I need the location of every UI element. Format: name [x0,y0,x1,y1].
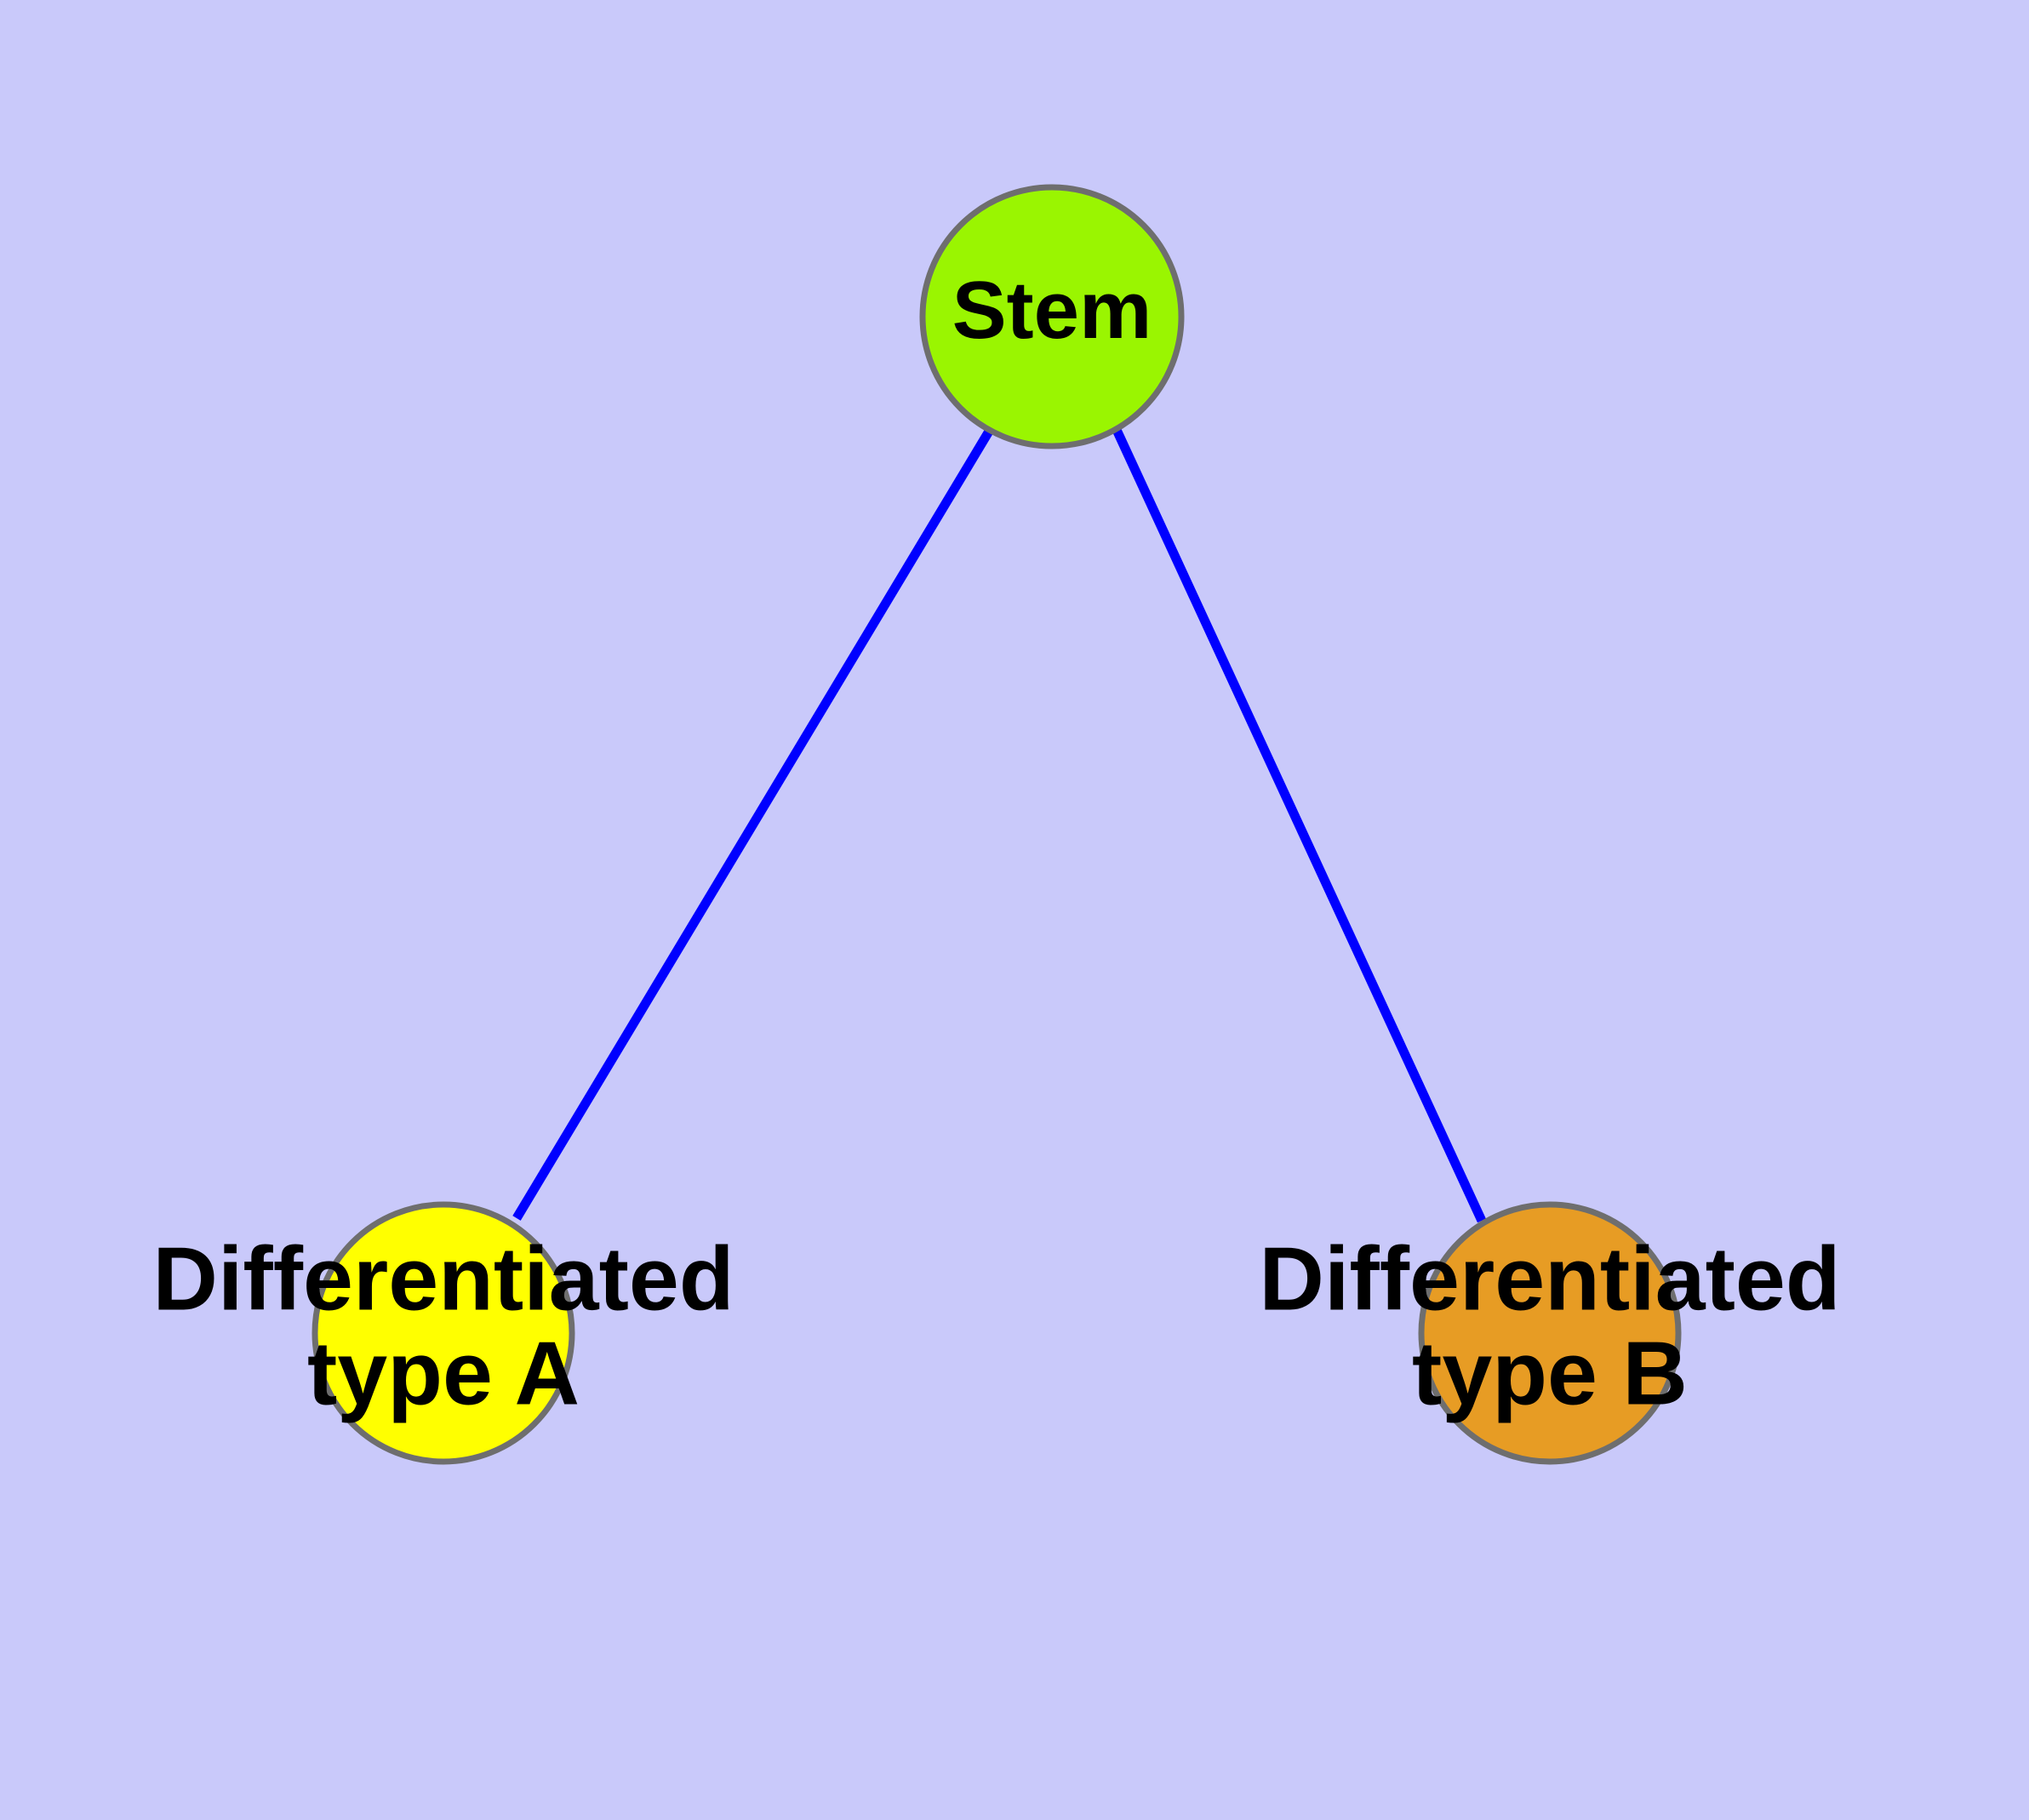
node-stem-label: Stem [952,265,1152,356]
node-differentiated-type-a[interactable] [311,1201,575,1465]
edge-layer [512,427,1486,1223]
node-stem[interactable] [919,184,1185,449]
node-layer [311,184,1682,1465]
edge-stem-to-diff-a[interactable] [512,427,994,1221]
edge-stem-to-diff-b[interactable] [1112,427,1486,1223]
node-differentiated-type-b[interactable] [1418,1201,1682,1465]
